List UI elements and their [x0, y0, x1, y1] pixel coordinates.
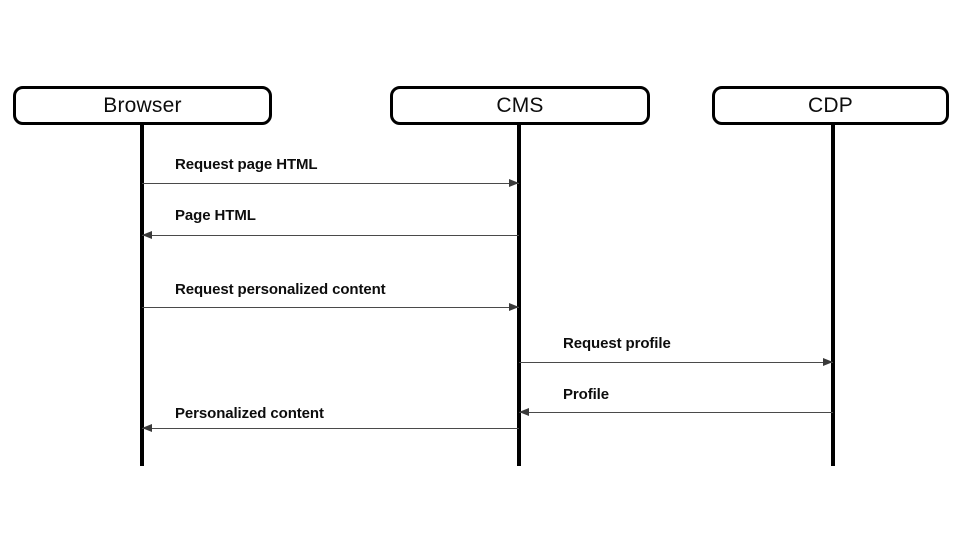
message-line-profile	[519, 412, 833, 413]
message-line-request-page-html	[142, 183, 519, 184]
arrowhead-left-icon	[519, 408, 529, 416]
message-label-request-personalized-content: Request personalized content	[175, 281, 386, 298]
message-line-personalized-content	[142, 428, 519, 429]
arrowhead-left-icon	[142, 231, 152, 239]
message-label-personalized-content: Personalized content	[175, 405, 324, 422]
lifeline-cms	[517, 124, 521, 466]
arrowhead-left-icon	[142, 424, 152, 432]
participant-label-cms: CMS	[496, 94, 544, 117]
participant-box-browser[interactable]: Browser	[13, 86, 272, 125]
message-label-request-profile: Request profile	[563, 335, 671, 352]
arrowhead-right-icon	[823, 358, 833, 366]
participant-box-cms[interactable]: CMS	[390, 86, 650, 125]
arrowhead-right-icon	[509, 303, 519, 311]
lifeline-cdp	[831, 124, 835, 466]
participant-label-cdp: CDP	[808, 94, 853, 117]
message-line-page-html	[142, 235, 519, 236]
arrowhead-right-icon	[509, 179, 519, 187]
message-line-request-profile	[519, 362, 833, 363]
participant-box-cdp[interactable]: CDP	[712, 86, 949, 125]
participant-label-browser: Browser	[103, 94, 182, 117]
lifeline-browser	[140, 124, 144, 466]
message-label-request-page-html: Request page HTML	[175, 156, 318, 173]
message-line-request-personalized-content	[142, 307, 519, 308]
message-label-profile: Profile	[563, 386, 609, 403]
message-label-page-html: Page HTML	[175, 207, 256, 224]
